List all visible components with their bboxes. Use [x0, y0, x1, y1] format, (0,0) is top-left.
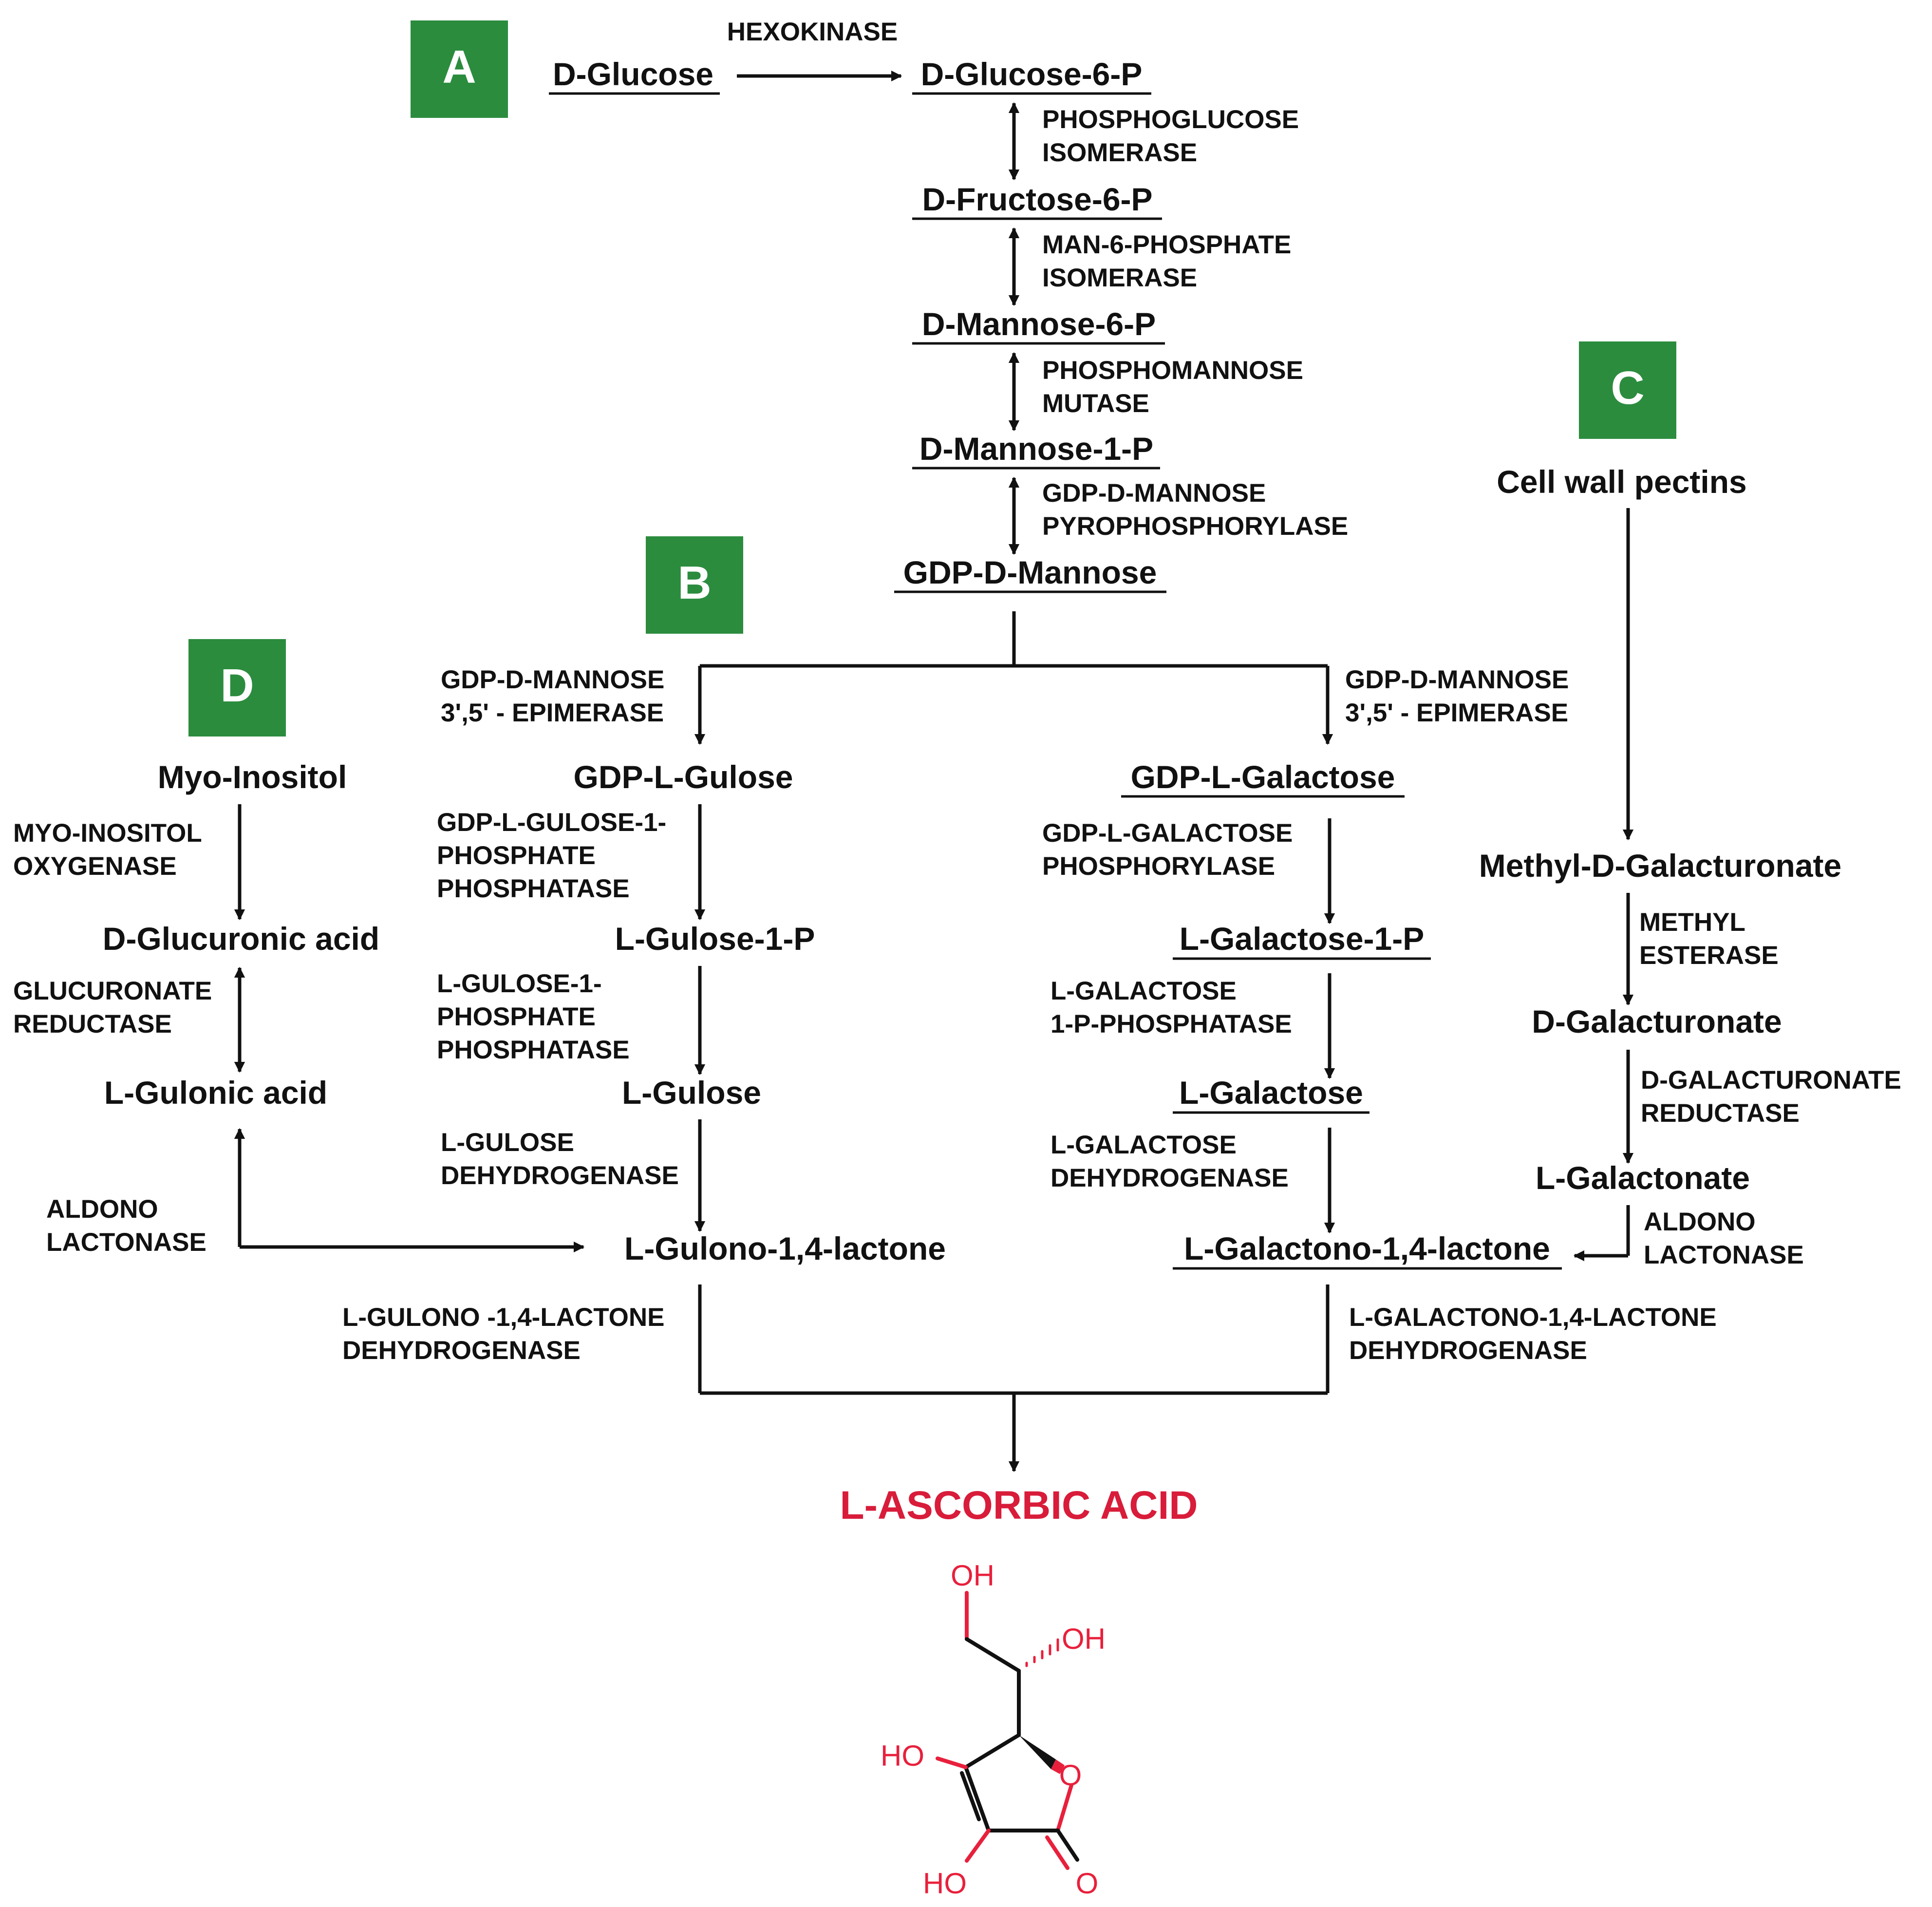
enzyme-l-galactono-lactone-dehydrogenase-l1: L-GALACTONO-1,4-LACTONE — [1349, 1303, 1717, 1332]
badge-b-label: B — [677, 557, 711, 609]
enzyme-myo-inositol-oxygenase-l1: MYO-INOSITOL — [13, 819, 202, 848]
metabolite-d-glucose: D-Glucose — [553, 56, 713, 92]
badge-c-label: C — [1611, 362, 1644, 414]
enzyme-myo-inositol-oxygenase-l2: OXYGENASE — [13, 852, 177, 881]
enzyme-epimerase-left-l1: GDP-D-MANNOSE — [441, 665, 664, 694]
metabolite-d-galacturonate: D-Galacturonate — [1532, 1003, 1782, 1039]
enzyme-gdp-l-galactose-phosphorylase-l1: GDP-L-GALACTOSE — [1042, 819, 1293, 848]
enzyme-l-gulose-dehydrogenase-l2: DEHYDROGENASE — [441, 1161, 679, 1190]
atom-ho-bottom: HO — [923, 1867, 967, 1900]
badge-a-label: A — [442, 41, 476, 93]
enzyme-epimerase-left-l2: 3',5' - EPIMERASE — [441, 699, 664, 727]
enzyme-gdp-l-gulose-phosphatase-l1: GDP-L-GULOSE-1- — [437, 808, 666, 837]
ascorbic-acid-structure: OH OH HO O HO O — [881, 1559, 1106, 1900]
connector-split-gdp-mannose — [694, 611, 1333, 745]
enzyme-l-gulose-1p-phosphatase-l1: L-GULOSE-1- — [437, 969, 602, 998]
enzyme-l-gulose-1p-phosphatase-l3: PHOSPHATASE — [437, 1036, 630, 1064]
metabolite-d-glucuronic-acid: D-Glucuronic acid — [103, 921, 379, 957]
metabolite-d-glucose-6p: D-Glucose-6-P — [921, 56, 1143, 92]
enzyme-gdp-mannose-pyrophosphorylase-l1: GDP-D-MANNOSE — [1042, 479, 1266, 508]
enzyme-gdp-mannose-pyrophosphorylase-l2: PYROPHOSPHORYLASE — [1042, 512, 1348, 541]
connector-galactonate-to-galactono-lactone — [1573, 1205, 1630, 1262]
enzyme-aldono-lactonase-right-l1: ALDONO — [1644, 1208, 1756, 1236]
enzyme-l-galactose-1p-phosphatase-l1: L-GALACTOSE — [1050, 977, 1237, 1005]
enzyme-phosphoglucose-isomerase-l1: PHOSPHOGLUCOSE — [1042, 105, 1299, 134]
enzyme-hexokinase: HEXOKINASE — [727, 18, 898, 46]
enzyme-aldono-lactonase-left-l2: LACTONASE — [46, 1228, 206, 1257]
hashed-wedge-bond — [1025, 1638, 1059, 1667]
metabolite-d-fructose-6p: D-Fructose-6-P — [922, 181, 1152, 217]
metabolite-l-galactono-lactone: L-Galactono-1,4-lactone — [1184, 1230, 1550, 1266]
enzyme-l-gulose-dehydrogenase-l1: L-GULOSE — [441, 1128, 574, 1157]
enzyme-l-galactose-dehydrogenase-l2: DEHYDROGENASE — [1050, 1164, 1289, 1192]
metabolite-l-gulono-lactone: L-Gulono-1,4-lactone — [624, 1230, 946, 1266]
connector-convergence — [698, 1284, 1330, 1473]
metabolite-d-mannose-1p: D-Mannose-1-P — [919, 431, 1153, 467]
badge-d: D — [188, 639, 286, 736]
enzyme-methyl-esterase-l2: ESTERASE — [1639, 941, 1779, 970]
badge-c: C — [1579, 341, 1676, 439]
atom-carbonyl-o: O — [1076, 1867, 1099, 1900]
enzyme-phosphoglucose-isomerase-l2: ISOMERASE — [1042, 138, 1197, 167]
metabolite-gdp-l-gulose: GDP-L-Gulose — [573, 759, 793, 795]
connector-gulonic-to-gulono-lactone — [234, 1128, 585, 1253]
enzyme-epimerase-right-l2: 3',5' - EPIMERASE — [1345, 699, 1568, 727]
enzyme-gdp-l-gulose-phosphatase-l2: PHOSPHATE — [437, 841, 596, 870]
enzyme-man6p-isomerase-l2: ISOMERASE — [1042, 264, 1197, 292]
enzyme-l-gulose-1p-phosphatase-l2: PHOSPHATE — [437, 1002, 596, 1031]
wedge-bond-red — [1051, 1759, 1065, 1774]
enzyme-glucuronate-reductase-l1: GLUCURONATE — [13, 977, 212, 1005]
metabolite-gdp-l-galactose: GDP-L-Galactose — [1131, 759, 1395, 795]
metabolite-d-mannose-6p: D-Mannose-6-P — [922, 306, 1156, 342]
product-l-ascorbic-acid: L-ASCORBIC ACID — [840, 1483, 1198, 1528]
enzyme-aldono-lactonase-left-l1: ALDONO — [46, 1195, 158, 1224]
metabolite-l-gulose-1p: L-Gulose-1-P — [615, 921, 815, 957]
enzyme-l-galactose-dehydrogenase-l1: L-GALACTOSE — [1050, 1131, 1237, 1159]
enzyme-l-gulono-lactone-dehydrogenase-l2: DEHYDROGENASE — [342, 1336, 581, 1365]
metabolite-l-gulonic-acid: L-Gulonic acid — [104, 1075, 327, 1111]
enzyme-l-galactono-lactone-dehydrogenase-l2: DEHYDROGENASE — [1349, 1336, 1587, 1365]
enzyme-epimerase-right-l1: GDP-D-MANNOSE — [1345, 665, 1569, 694]
metabolite-l-galactose: L-Galactose — [1179, 1075, 1363, 1111]
enzyme-l-galactose-1p-phosphatase-l2: 1-P-PHOSPHATASE — [1050, 1010, 1292, 1038]
metabolite-l-galactose-1p: L-Galactose-1-P — [1180, 921, 1424, 957]
enzyme-d-galacturonate-reductase-l2: REDUCTASE — [1641, 1099, 1800, 1128]
metabolite-gdp-d-mannose: GDP-D-Mannose — [903, 554, 1157, 590]
enzyme-man6p-isomerase-l1: MAN-6-PHOSPHATE — [1042, 230, 1291, 259]
metabolite-methyl-d-galacturonate: Methyl-D-Galacturonate — [1479, 848, 1841, 884]
atom-ho-left: HO — [881, 1739, 924, 1772]
atom-oh-top: OH — [951, 1559, 994, 1592]
enzyme-phosphomannose-mutase-l2: MUTASE — [1042, 389, 1149, 418]
enzyme-methyl-esterase-l1: METHYL — [1639, 908, 1745, 937]
enzyme-gdp-l-gulose-phosphatase-l3: PHOSPHATASE — [437, 874, 630, 903]
enzyme-aldono-lactonase-right-l2: LACTONASE — [1644, 1241, 1804, 1269]
enzyme-l-gulono-lactone-dehydrogenase-l1: L-GULONO -1,4-LACTONE — [342, 1303, 665, 1332]
atom-ring-o: O — [1059, 1759, 1082, 1792]
badge-a: A — [411, 20, 508, 118]
enzyme-gdp-l-galactose-phosphorylase-l2: PHOSPHORYLASE — [1042, 852, 1275, 881]
enzyme-glucuronate-reductase-l2: REDUCTASE — [13, 1010, 172, 1038]
metabolite-l-gulose: L-Gulose — [622, 1075, 761, 1111]
metabolite-l-galactonate: L-Galactonate — [1536, 1160, 1750, 1196]
badge-b: B — [646, 536, 743, 634]
metabolite-myo-inositol: Myo-Inositol — [158, 759, 347, 795]
wedge-bond-dark — [1019, 1735, 1056, 1769]
enzyme-d-galacturonate-reductase-l1: D-GALACTURONATE — [1641, 1066, 1901, 1095]
badge-d-label: D — [220, 660, 254, 712]
enzyme-phosphomannose-mutase-l1: PHOSPHOMANNOSE — [1042, 356, 1303, 385]
metabolite-cell-wall-pectins: Cell wall pectins — [1497, 464, 1747, 500]
atom-oh-right: OH — [1062, 1623, 1106, 1655]
